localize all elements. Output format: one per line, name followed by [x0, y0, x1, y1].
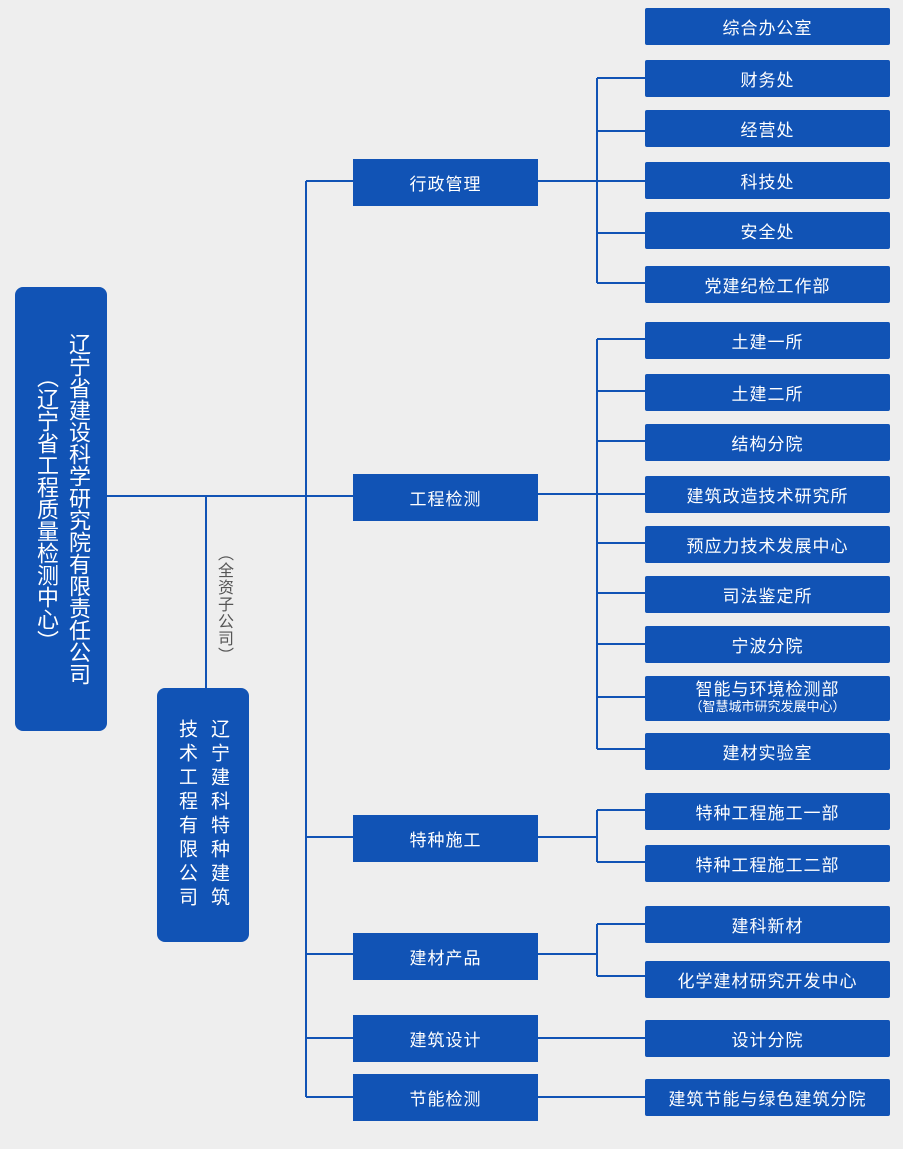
- dept-energy: 节能检测: [353, 1074, 538, 1121]
- dept-materials: 建材产品: [353, 933, 538, 980]
- unit-testing-9: 建材实验室: [645, 733, 890, 770]
- unit-admin-3: 科技处: [645, 162, 890, 199]
- unit-testing-7: 宁波分院: [645, 626, 890, 663]
- unit-general-office: 综合办公室: [645, 8, 890, 45]
- unit-special-2: 特种工程施工二部: [645, 845, 890, 882]
- unit-testing-5: 预应力技术发展中心: [645, 526, 890, 563]
- unit-testing-1: 土建一所: [645, 322, 890, 359]
- subsidiary-name-col1: 辽宁建科特种建筑: [208, 719, 230, 911]
- unit-testing-8-note: （智慧城市研究发展中心）: [689, 699, 846, 715]
- dept-testing: 工程检测: [353, 474, 538, 521]
- root-alias: （辽宁省工程质量检测中心）: [33, 366, 58, 652]
- unit-testing-3: 结构分院: [645, 424, 890, 461]
- unit-admin-2: 经营处: [645, 110, 890, 147]
- unit-testing-2: 土建二所: [645, 374, 890, 411]
- unit-energy-1: 建筑节能与绿色建筑分院: [645, 1079, 890, 1116]
- dept-special-construction: 特种施工: [353, 815, 538, 862]
- subsidiary-note: （全资子公司）: [215, 545, 234, 664]
- unit-testing-8: 智能与环境检测部 （智慧城市研究发展中心）: [645, 676, 890, 721]
- dept-admin: 行政管理: [353, 159, 538, 206]
- unit-admin-4: 安全处: [645, 212, 890, 249]
- unit-testing-8-title: 智能与环境检测部: [695, 679, 840, 700]
- subsidiary-name-col2: 技术工程有限公司: [176, 719, 198, 911]
- unit-admin-1: 财务处: [645, 60, 890, 97]
- root-organization: 辽宁省建设科学研究院有限责任公司 （辽宁省工程质量检测中心）: [15, 287, 107, 731]
- unit-materials-1: 建科新材: [645, 906, 890, 943]
- root-name: 辽宁省建设科学研究院有限责任公司: [65, 333, 90, 685]
- unit-testing-6: 司法鉴定所: [645, 576, 890, 613]
- unit-admin-5: 党建纪检工作部: [645, 266, 890, 303]
- unit-testing-4: 建筑改造技术研究所: [645, 476, 890, 513]
- unit-special-1: 特种工程施工一部: [645, 793, 890, 830]
- dept-design: 建筑设计: [353, 1015, 538, 1062]
- unit-design-1: 设计分院: [645, 1020, 890, 1057]
- unit-materials-2: 化学建材研究开发中心: [645, 961, 890, 998]
- subsidiary-company: 辽宁建科特种建筑 技术工程有限公司: [157, 688, 249, 942]
